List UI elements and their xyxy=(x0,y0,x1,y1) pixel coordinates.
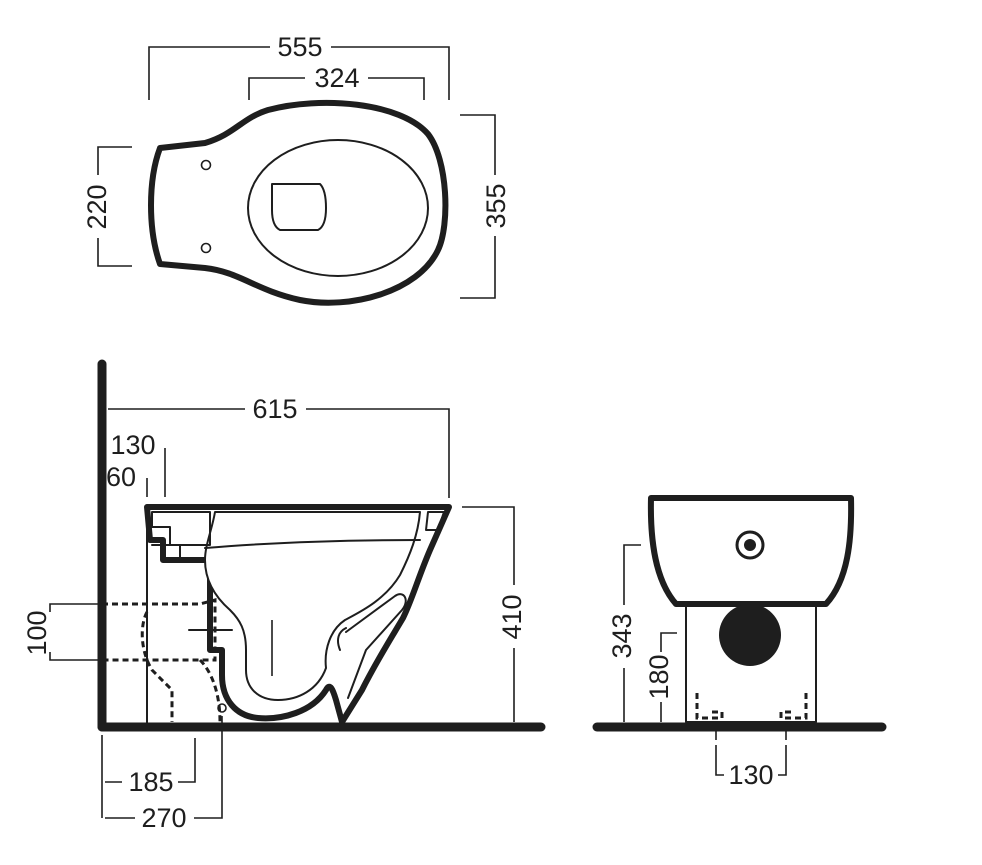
dimension-410-label: 410 xyxy=(497,594,527,639)
dimension-555: 555 xyxy=(148,32,450,100)
dimension-343-line-top xyxy=(623,544,641,605)
dimension-220-line-top xyxy=(97,146,132,175)
dimension-180-line-top xyxy=(660,632,677,652)
dimension-100-label: 100 xyxy=(22,610,52,655)
dimension-130-side-label: 130 xyxy=(110,430,155,460)
dimension-130-side: 130 xyxy=(110,430,166,497)
dimension-410-line-top xyxy=(462,506,515,585)
dimension-324: 324 xyxy=(248,63,425,100)
dimension-555-line-left xyxy=(148,46,270,100)
bolt-hole-bottom xyxy=(200,242,212,254)
front-view-inlet-hole xyxy=(744,539,756,551)
dimension-130-front-label: 130 xyxy=(728,760,773,790)
dimension-410: 410 xyxy=(462,506,527,722)
dimension-185-label: 185 xyxy=(128,767,173,797)
dimension-100-line-top xyxy=(49,603,100,612)
dimension-220: 220 xyxy=(82,146,132,267)
side-view-bowl-inner xyxy=(204,511,421,701)
dimension-555-line-right xyxy=(331,46,450,100)
dimension-220-line-bottom xyxy=(97,238,132,267)
dimension-343-label: 343 xyxy=(607,613,637,658)
front-view-outlet xyxy=(719,604,781,666)
dimension-615: 615 xyxy=(108,394,450,498)
side-view-dashed-trap xyxy=(140,611,174,722)
top-view-outlet xyxy=(271,183,327,231)
side-view-water-surface xyxy=(204,539,421,549)
dimension-180-label: 180 xyxy=(644,654,674,699)
dimension-185: 185 xyxy=(101,735,196,818)
dimension-60: 60 xyxy=(106,462,148,497)
dimension-324-line-right xyxy=(368,77,425,100)
side-view-dashed-bend xyxy=(198,658,222,723)
side-view-fixing-hole xyxy=(217,703,227,713)
dimension-270-line-b xyxy=(194,716,223,819)
dimension-130-front-line-left xyxy=(715,745,724,776)
dimension-615-line-right xyxy=(306,408,450,498)
side-view: 615 130 60 100 410 185 xyxy=(22,359,546,833)
dimension-355-label: 355 xyxy=(481,183,511,228)
dimension-324-label: 324 xyxy=(314,63,359,93)
dimension-185-line-b xyxy=(178,738,196,783)
front-view: 343 180 130 xyxy=(592,495,887,790)
dimension-220-label: 220 xyxy=(82,184,112,229)
side-view-dashed-outlet xyxy=(102,598,217,662)
front-view-bowl xyxy=(647,495,855,607)
dimension-343: 343 xyxy=(607,544,641,722)
dimension-355-line-top xyxy=(460,114,496,175)
dimension-355-line-bottom xyxy=(460,236,496,299)
top-view-seat-opening xyxy=(247,139,429,277)
top-view: 555 324 220 355 xyxy=(82,32,511,306)
front-view-inlet-ring xyxy=(735,530,765,560)
dimension-130-front-line-right xyxy=(778,745,787,776)
front-view-bracket-right xyxy=(779,693,808,720)
bolt-hole-top xyxy=(200,159,212,171)
dimension-615-label: 615 xyxy=(252,394,297,424)
dimension-324-line-left xyxy=(248,77,305,100)
dimension-270-label: 270 xyxy=(141,803,186,833)
dimension-270: 270 xyxy=(105,716,223,833)
side-view-trapway-inner xyxy=(337,627,347,651)
dimension-355: 355 xyxy=(460,114,511,299)
dimension-180: 180 xyxy=(644,632,677,722)
dimension-555-label: 555 xyxy=(277,32,322,62)
side-view-trapway xyxy=(345,593,407,699)
side-view-inlet xyxy=(151,544,181,561)
front-view-bracket-left xyxy=(695,693,724,720)
side-view-rim-front xyxy=(425,511,445,531)
dimension-60-label: 60 xyxy=(106,462,136,492)
dimension-100-line-bottom xyxy=(49,652,100,661)
dimension-130-front: 130 xyxy=(715,745,787,790)
dimension-100: 100 xyxy=(22,603,100,661)
